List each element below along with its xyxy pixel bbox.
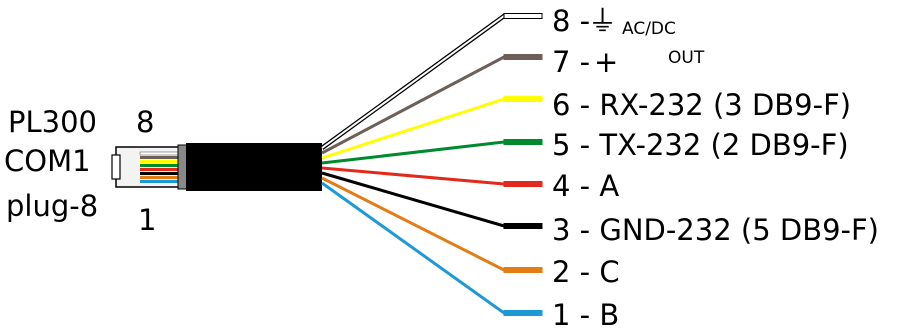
wire-7: [321, 55, 542, 155]
wire-1-stub: [503, 310, 543, 316]
wire-1: [321, 181, 542, 315]
connector-name: PL300: [8, 105, 97, 139]
wire-7-stub: [503, 54, 543, 60]
pin-bottom-label: 1: [138, 203, 156, 237]
ground-symbol: ⏚: [588, 4, 617, 38]
rj45-plug: [111, 144, 189, 190]
wire-5: [321, 140, 542, 165]
plus-symbol: +: [594, 45, 618, 79]
wire-2-stub: [503, 267, 543, 273]
wire-label-3: 3 - GND-232 (5 DB9-F): [552, 213, 879, 247]
cable-jacket: [186, 143, 322, 191]
pin-top-label: 8: [136, 105, 154, 139]
wire-4-stub: [503, 181, 543, 187]
out-label: OUT: [668, 48, 705, 68]
wire-label-5: 5 - TX-232 (2 DB9-F): [552, 128, 849, 162]
wire-label-7: 7 -: [552, 45, 590, 79]
wire-3: [321, 171, 542, 228]
wire-label-8: 8 -: [552, 4, 590, 38]
connector-port: COM1: [4, 144, 91, 178]
wire-label-4: 4 - A: [552, 169, 619, 203]
wire-5-stub: [503, 139, 543, 145]
wire-fanout: [320, 13, 543, 316]
connector-plug-type: plug-8: [6, 189, 98, 223]
wire-8-stub: [503, 13, 543, 19]
acdc-label: AC/DC: [622, 19, 676, 39]
wire-labels: 8 - 7 - 6 - RX-232 (3 DB9-F) 5 - TX-232 …: [552, 4, 879, 332]
wire-3-stub: [503, 223, 543, 229]
wire-8: [321, 15, 542, 149]
wire-label-6: 6 - RX-232 (3 DB9-F): [552, 88, 851, 122]
wire-label-1: 1 - B: [552, 298, 619, 332]
wire-label-2: 2 - C: [552, 255, 620, 289]
wire-6-stub: [503, 96, 543, 102]
wire-8-outline: [320, 13, 542, 150]
